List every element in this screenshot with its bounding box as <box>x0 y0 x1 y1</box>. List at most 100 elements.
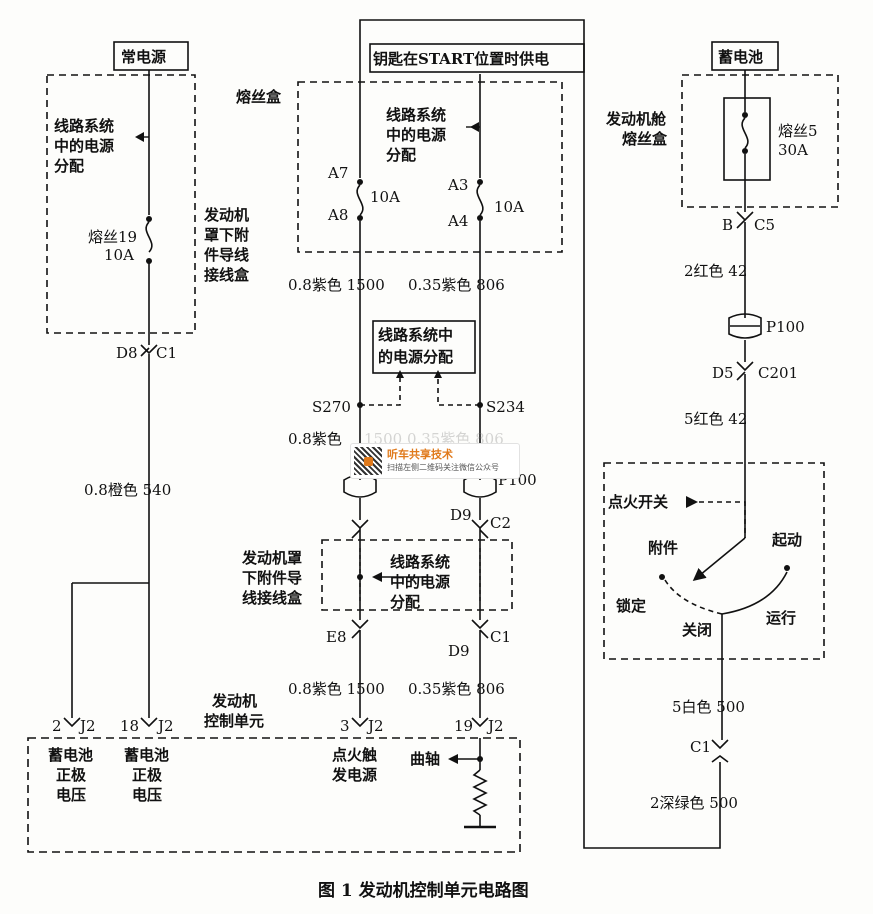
conn-d9-lower: D9 <box>448 642 470 660</box>
dist-left-line1: 线路系统 <box>54 117 114 135</box>
constant-power-box <box>113 41 189 71</box>
conn-d5: D5 <box>712 364 734 382</box>
wire-left-top: 0.8紫色 1500 <box>288 276 385 294</box>
watermark: 听车共享技术 扫描左侧二维码关注微信公众号 <box>350 443 520 479</box>
power-distribution-mid-label-line2: 的电源分配 <box>378 348 453 366</box>
ignition-trigger-line2: 发电源 <box>331 766 377 784</box>
wire-right-low: 0.35紫色 806 <box>408 680 505 698</box>
pin-b: B <box>722 216 733 234</box>
position-accessory: 附件 <box>648 539 678 557</box>
power-distribution-mid-label: 线路系统中 的电源分配 <box>378 326 458 366</box>
battery-pos2-line1: 蓄电池 <box>124 746 169 764</box>
constant-power-label: 常电源 <box>121 48 166 66</box>
watermark-subtitle: 扫描左侧二维码关注微信公众号 <box>387 463 499 472</box>
splice-s270: S270 <box>312 398 351 416</box>
ecu-box <box>27 737 521 853</box>
fuse-a-amp2: 10A <box>494 198 524 216</box>
crankshaft-label: 曲轴 <box>410 750 440 768</box>
conn-e8: E8 <box>326 628 347 646</box>
figure-caption: 图 1 发动机控制单元电路图 <box>318 880 529 901</box>
pin-18: 18 <box>120 717 139 735</box>
fuse5-label: 熔丝5 <box>778 122 818 140</box>
conn-c5: C5 <box>754 216 775 234</box>
conn-c1-left: C1 <box>156 344 177 362</box>
splice-s234: S234 <box>486 398 525 416</box>
wire-red5: 5红色 42 <box>684 410 747 428</box>
conn-j2-b: J2 <box>156 717 174 735</box>
battery-pos1-line1: 蓄电池 <box>48 746 93 764</box>
conn-j2-a: J2 <box>78 717 96 735</box>
dist-top-line1: 线路系统 <box>386 106 446 124</box>
dist-lower-line1: 线路系统 <box>390 553 450 571</box>
power-distribution-mid-label-line1: 线路系统中 <box>378 326 453 344</box>
wire-left-mid: 0.8紫色 <box>288 430 342 448</box>
dist-top-line3: 分配 <box>386 146 416 164</box>
fuse5-body <box>723 97 771 181</box>
wire-red2: 2红色 42 <box>684 262 747 280</box>
fuse19-amp: 10A <box>104 246 134 264</box>
watermark-title: 听车共享技术 <box>387 448 453 461</box>
key-start-label: 钥匙在START位置时供电 <box>373 50 549 68</box>
position-lock: 锁定 <box>616 597 646 615</box>
power-distribution-mid-box <box>372 320 476 374</box>
engine-bay-fusebox-line1: 发动机舱 <box>605 110 667 128</box>
underhood-left-line4: 接线盒 <box>204 266 250 284</box>
qr-code-icon <box>354 447 382 475</box>
battery-pos2-line2: 正极 <box>132 766 163 784</box>
pin-2: 2 <box>52 717 62 735</box>
underhood-mid-line2: 下附件导 <box>242 569 302 587</box>
fuse5-amp: 30A <box>778 141 808 159</box>
wire-darkgreen: 2深绿色 500 <box>650 794 738 812</box>
conn-p100-right: P100 <box>766 318 805 336</box>
battery-pos1-line2: 正极 <box>56 766 87 784</box>
conn-d8: D8 <box>116 344 138 362</box>
battery-label: 蓄电池 <box>718 48 763 66</box>
conn-c1-mid: C1 <box>490 628 511 646</box>
position-start: 起动 <box>771 531 802 549</box>
position-off: 关闭 <box>682 621 712 639</box>
underhood-mid-line1: 发动机罩 <box>241 549 302 567</box>
pin-3: 3 <box>340 717 350 735</box>
dist-top-line2: 中的电源 <box>386 126 446 144</box>
pin-a4: A4 <box>447 212 468 230</box>
pin-19: 19 <box>454 717 473 735</box>
dist-lower-line2: 中的电源 <box>390 573 450 591</box>
conn-c1-right: C1 <box>690 738 711 756</box>
engine-bay-fusebox <box>681 74 839 208</box>
ignition-switch-label: 点火开关 <box>608 493 668 511</box>
position-run: 运行 <box>766 609 796 627</box>
fuse-box-mid <box>297 81 563 253</box>
ignition-switch-box <box>603 462 825 660</box>
battery-pos2-line3: 电压 <box>132 786 162 804</box>
underhood-left-line3: 件导线 <box>204 246 249 264</box>
underhood-mid-line3: 线接线盒 <box>242 589 303 607</box>
underhood-junction-left-box <box>46 74 196 334</box>
conn-j2-d: J2 <box>486 717 504 735</box>
conn-j2-c: J2 <box>366 717 384 735</box>
underhood-left-line2: 罩下附 <box>204 226 249 244</box>
dist-left-line3: 分配 <box>54 157 84 175</box>
ecu-label-line1: 发动机 <box>211 692 257 710</box>
fuse-box-label: 熔丝盒 <box>236 88 282 106</box>
conn-c201: C201 <box>758 364 798 382</box>
ecu-label-line2: 控制单元 <box>204 712 264 730</box>
engine-bay-fusebox-line2: 熔丝盒 <box>622 130 668 148</box>
fuse-a-amp1: 10A <box>370 188 400 206</box>
wire-right-top: 0.35紫色 806 <box>408 276 505 294</box>
fuse19-label: 熔丝19 <box>88 228 137 246</box>
conn-d9-upper: D9 <box>450 506 472 524</box>
wire-orange: 0.8橙色 540 <box>84 481 171 499</box>
wire-white: 5白色 500 <box>672 698 745 716</box>
underhood-junction-mid-box <box>321 539 513 611</box>
pin-a3: A3 <box>447 176 468 194</box>
pin-a7: A7 <box>327 164 348 182</box>
battery-pos1-line3: 电压 <box>56 786 86 804</box>
dist-lower-line3: 分配 <box>390 593 420 611</box>
pin-a8: A8 <box>327 206 348 224</box>
underhood-left-line1: 发动机 <box>203 206 249 224</box>
wire-left-low: 0.8紫色 1500 <box>288 680 385 698</box>
conn-c2: C2 <box>490 514 511 532</box>
dist-left-line2: 中的电源 <box>54 137 114 155</box>
